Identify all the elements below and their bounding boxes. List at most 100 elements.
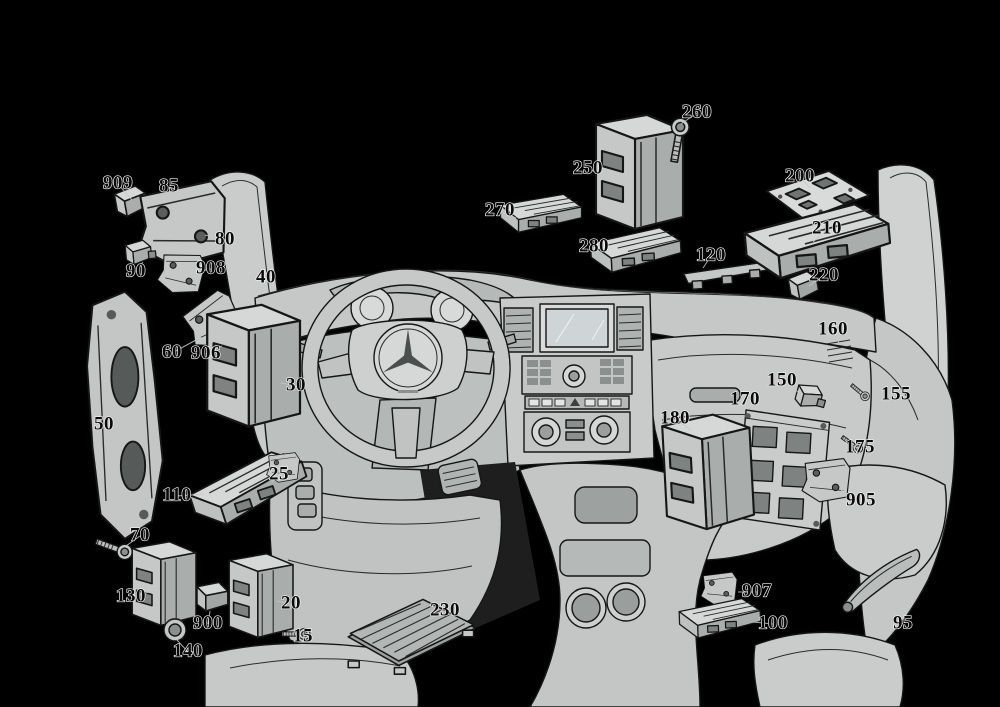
callout-905: 905 [846,489,876,510]
part-bolt-70 [92,533,136,563]
part-bracket-907 [700,571,738,606]
callout-220: 220 [809,264,839,285]
lead-line-40 [255,277,267,293]
lead-line-908 [194,268,212,273]
mercedes-star-emblem [373,323,443,393]
part-bracket-905 [801,458,851,503]
lead-line-900 [207,610,211,625]
lead-line-85 [168,186,191,195]
callout-100: 100 [758,612,788,633]
callout-270: 270 [485,199,515,220]
lead-line-280 [593,246,608,252]
console-tray [559,539,651,577]
grab-handle-pocket [689,387,741,403]
airbag-label [398,390,418,393]
lead-line-905 [840,489,862,502]
callout-909: 909 [103,172,133,193]
callout-175: 175 [845,436,875,457]
part-ecu-130 [131,541,197,627]
lead-line-260 [680,112,698,125]
callout-900: 900 [193,612,223,633]
lead-line-110 [176,493,205,497]
lead-line-155 [874,394,897,397]
callout-180: 180 [660,407,690,428]
lead-line-20 [276,600,292,605]
callout-80: 80 [215,228,235,249]
lead-line-220 [808,275,825,287]
lead-line-150 [781,380,801,394]
button-strip [524,395,630,410]
shifter-boot [574,486,638,524]
callout-15: 15 [293,625,313,646]
callout-260: 260 [682,101,712,122]
part-rail-120 [682,261,770,291]
center-console [519,462,741,707]
lead-line-270 [499,210,517,219]
callout-90: 90 [126,260,146,281]
callout-50: 50 [94,413,114,434]
callout-150: 150 [767,369,797,390]
callout-200: 200 [785,165,815,186]
lead-line-200 [799,176,811,189]
callout-250: 250 [573,157,603,178]
callout-170: 170 [730,388,760,409]
center-stack [499,293,655,467]
right-center-vent [616,306,644,351]
lead-line-70 [125,535,141,547]
callout-160: 160 [818,318,848,339]
callout-906: 906 [191,342,221,363]
callout-120: 120 [696,244,726,265]
lead-line-95 [892,610,904,625]
callout-155: 155 [881,383,911,404]
callout-60: 60 [162,341,182,362]
steering-wheel [301,268,511,468]
callout-95: 95 [893,612,913,633]
seat-right [753,631,904,707]
nav-display [539,303,615,353]
callout-40: 40 [256,266,276,287]
callout-907: 907 [742,580,772,601]
part-ecu-30 [206,303,302,428]
callout-908: 908 [196,257,226,278]
lead-line-906 [205,345,223,355]
lead-line-15 [302,633,310,638]
hazard-button [570,398,580,406]
callout-20: 20 [281,592,301,613]
lead-line-60 [171,339,197,354]
lead-line-100 [752,621,774,625]
lead-line-160 [832,329,841,346]
accelerator-pedal [437,458,483,496]
callout-280: 280 [579,235,609,256]
callout-25: 25 [269,463,289,484]
lead-line-120 [702,255,712,269]
part-headunit-250 [594,113,685,231]
lead-line-90 [135,261,144,273]
part-relay-900 [196,581,229,612]
lead-line-80 [204,234,226,241]
callout-210: 210 [812,217,842,238]
callout-230: 230 [430,599,460,620]
part-ecu-180 [660,411,756,533]
lead-line-909 [117,183,133,201]
lead-line-230 [428,610,446,620]
lead-line-210 [812,228,828,243]
lead-line-175 [848,445,861,449]
lead-line-180 [674,418,692,431]
lead-line-140 [176,639,189,653]
climate-panel [523,411,631,453]
callout-70: 70 [130,524,150,545]
callout-85: 85 [159,175,179,196]
callout-110: 110 [163,484,192,505]
lead-line-170 [744,399,765,412]
part-grommet-140 [163,617,187,642]
dash-end-vent [825,339,854,363]
lead-line-25 [271,474,280,483]
lead-line-30 [280,382,297,387]
lead-line-50 [103,419,121,426]
lead-line-130 [130,591,150,598]
callout-30: 30 [286,374,306,395]
lead-line-250 [587,168,605,176]
